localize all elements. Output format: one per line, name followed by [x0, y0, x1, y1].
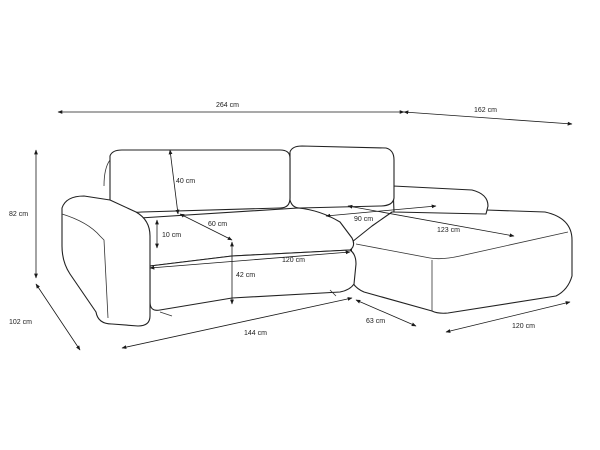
chaise-body	[349, 209, 573, 314]
sofa-drawing	[61, 145, 573, 327]
chaise-armrest	[392, 185, 489, 215]
dim-line-chaise-width	[445, 301, 571, 333]
label-base-length: 144 cm	[244, 330, 267, 337]
label-depth: 102 cm	[9, 319, 32, 326]
dim-line-seat-width	[149, 250, 351, 270]
label-chaise-width: 120 cm	[512, 323, 535, 330]
label-seat-depth: 60 cm	[208, 221, 227, 228]
label-seat-width: 120 cm	[282, 257, 305, 264]
chaise-seam	[355, 231, 569, 260]
dimension-labels: 264 cm 162 cm 82 cm 102 cm 40 cm 10 cm 6…	[9, 102, 535, 337]
dim-line-seat-depth	[179, 213, 233, 241]
label-bed-length: 123 cm	[437, 227, 460, 234]
label-back-height: 40 cm	[176, 178, 195, 185]
label-total-length: 264 cm	[216, 102, 239, 109]
left-armrest	[61, 195, 151, 327]
dim-line-bed-length	[347, 204, 515, 238]
dim-line-chaise-length	[403, 110, 573, 126]
dimension-lines	[34, 110, 573, 351]
label-bed-width: 90 cm	[354, 216, 373, 223]
dim-line-base-length	[121, 297, 353, 349]
label-chaise-length: 162 cm	[474, 107, 497, 114]
left-armrest-seam	[61, 213, 109, 319]
dim-line-chaise-depth	[355, 299, 417, 327]
dim-line-depth	[35, 283, 81, 351]
dim-line-back-height	[168, 149, 180, 215]
seat-leg-line-2	[159, 311, 173, 317]
label-seat-height: 42 cm	[236, 272, 255, 279]
back-cushion-left	[109, 149, 291, 213]
label-armrest-height: 10 cm	[162, 232, 181, 239]
back-left-edge	[103, 159, 111, 187]
label-chaise-depth: 63 cm	[366, 318, 385, 325]
back-cushion-right	[289, 145, 395, 209]
label-height: 82 cm	[9, 211, 28, 218]
seat-leg-line	[329, 289, 337, 297]
